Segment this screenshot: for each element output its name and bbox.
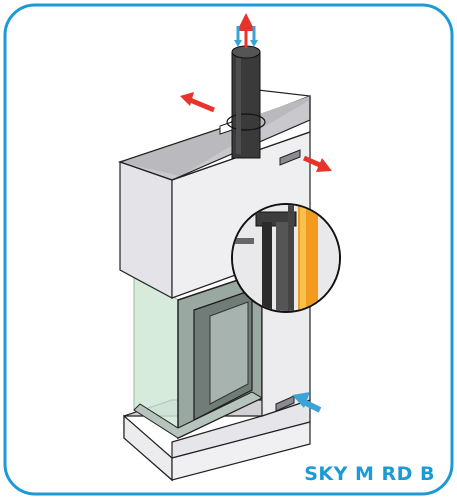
air-outlet-slot bbox=[279, 149, 301, 166]
flue-pipe bbox=[226, 45, 266, 159]
product-model-label: SKY M RD B bbox=[304, 463, 435, 485]
cold-air-arrow-icon bbox=[292, 392, 322, 413]
magnifier-detail-icon bbox=[231, 203, 341, 313]
hot-air-arrow-icon bbox=[302, 155, 332, 172]
hot-air-arrow-icon bbox=[180, 92, 215, 113]
flue-airflow-icon bbox=[234, 13, 258, 48]
firebox-glass bbox=[133, 270, 264, 440]
air-inlet-slot bbox=[275, 395, 295, 412]
